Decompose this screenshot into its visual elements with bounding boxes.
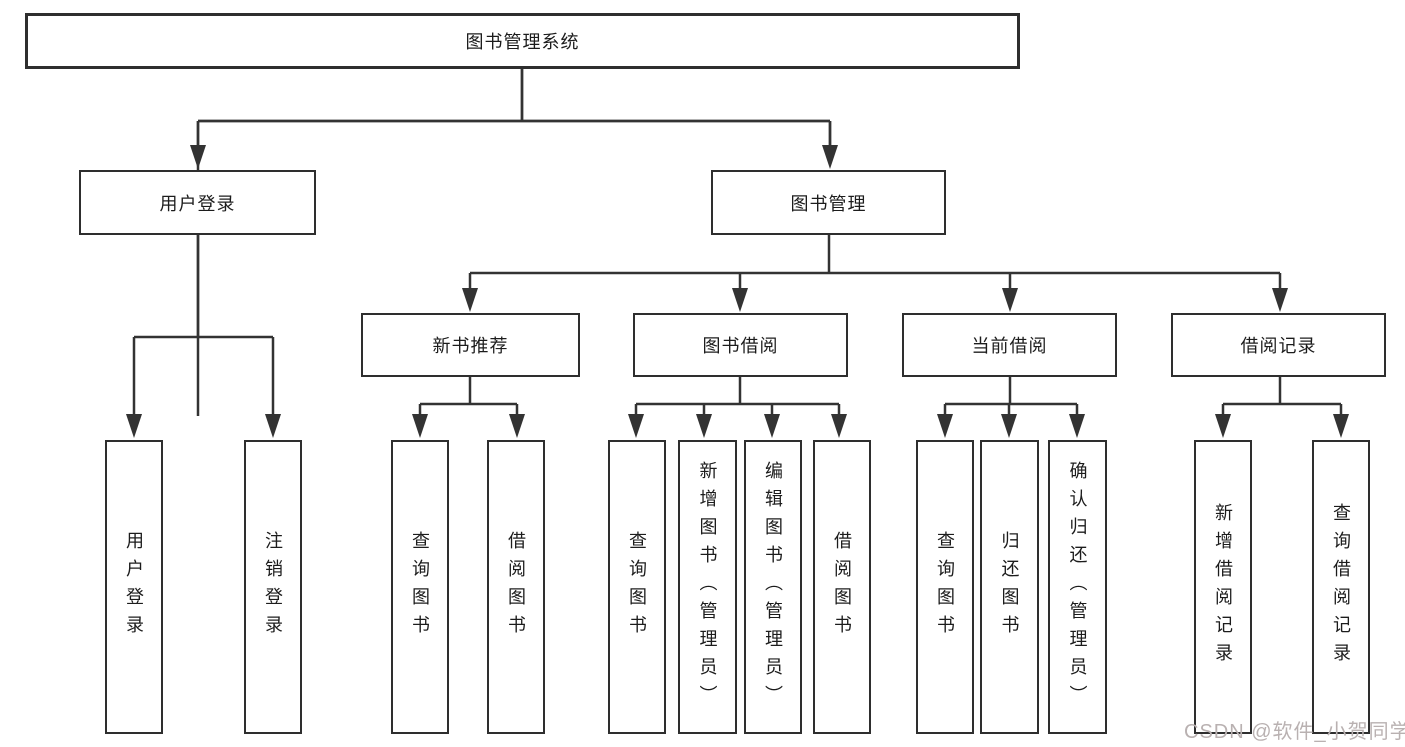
leaf-user-login-label: 用户登录 bbox=[124, 531, 144, 643]
node-book-borrow-label: 图书借阅 bbox=[702, 336, 779, 356]
leaf-query-books-borrow-label: 查询图书 bbox=[627, 531, 647, 643]
arrowheads bbox=[126, 145, 1349, 438]
leaf-query-borrow-record: 查询借阅记录 bbox=[1312, 440, 1370, 734]
connector-tree-lines bbox=[132, 69, 1343, 416]
watermark-text: CSDN @软件_小贺同学 bbox=[1184, 721, 1405, 743]
node-book-borrow: 图书借阅 bbox=[633, 313, 848, 377]
leaf-borrow-books-label: 借阅图书 bbox=[832, 531, 852, 643]
leaf-borrow-books-recommend-label: 借阅图书 bbox=[506, 531, 526, 643]
leaf-confirm-return-admin: 确认归还（管理员） bbox=[1048, 440, 1107, 734]
leaf-query-borrow-record-label: 查询借阅记录 bbox=[1331, 503, 1351, 671]
leaf-return-books: 归还图书 bbox=[980, 440, 1039, 734]
node-book-management-label: 图书管理 bbox=[790, 193, 867, 214]
node-root-label: 图书管理系统 bbox=[465, 32, 580, 52]
node-current-borrow: 当前借阅 bbox=[902, 313, 1117, 377]
leaf-query-books-current: 查询图书 bbox=[916, 440, 974, 734]
leaf-edit-books-admin-label: 编辑图书（管理员） bbox=[763, 461, 783, 713]
leaf-logout: 注销登录 bbox=[244, 440, 302, 734]
leaf-query-books-borrow: 查询图书 bbox=[608, 440, 666, 734]
leaf-user-login: 用户登录 bbox=[105, 440, 163, 734]
leaf-edit-books-admin: 编辑图书（管理员） bbox=[744, 440, 802, 734]
node-current-borrow-label: 当前借阅 bbox=[971, 336, 1048, 356]
leaf-borrow-books: 借阅图书 bbox=[813, 440, 871, 734]
leaf-add-borrow-record-label: 新增借阅记录 bbox=[1213, 503, 1233, 671]
leaf-query-books-current-label: 查询图书 bbox=[935, 531, 955, 643]
node-book-management: 图书管理 bbox=[711, 170, 946, 235]
leaf-query-books-recommend-label: 查询图书 bbox=[410, 531, 430, 643]
leaf-confirm-return-admin-label: 确认归还（管理员） bbox=[1067, 461, 1088, 713]
leaf-return-books-label: 归还图书 bbox=[999, 531, 1020, 643]
leaf-query-books-recommend: 查询图书 bbox=[391, 440, 449, 734]
leaf-add-borrow-record: 新增借阅记录 bbox=[1194, 440, 1252, 734]
node-borrow-records-label: 借阅记录 bbox=[1240, 336, 1317, 356]
node-root: 图书管理系统 bbox=[25, 13, 1020, 69]
node-new-book-recommend-label: 新书推荐 bbox=[432, 336, 509, 356]
node-user-login: 用户登录 bbox=[79, 170, 316, 235]
node-user-login-label: 用户登录 bbox=[159, 193, 236, 214]
leaf-add-books-admin-label: 新增图书（管理员） bbox=[697, 461, 718, 713]
node-new-book-recommend: 新书推荐 bbox=[361, 313, 580, 377]
node-borrow-records: 借阅记录 bbox=[1171, 313, 1386, 377]
leaf-logout-label: 注销登录 bbox=[263, 531, 283, 643]
leaf-borrow-books-recommend: 借阅图书 bbox=[487, 440, 545, 734]
leaf-add-books-admin: 新增图书（管理员） bbox=[678, 440, 737, 734]
